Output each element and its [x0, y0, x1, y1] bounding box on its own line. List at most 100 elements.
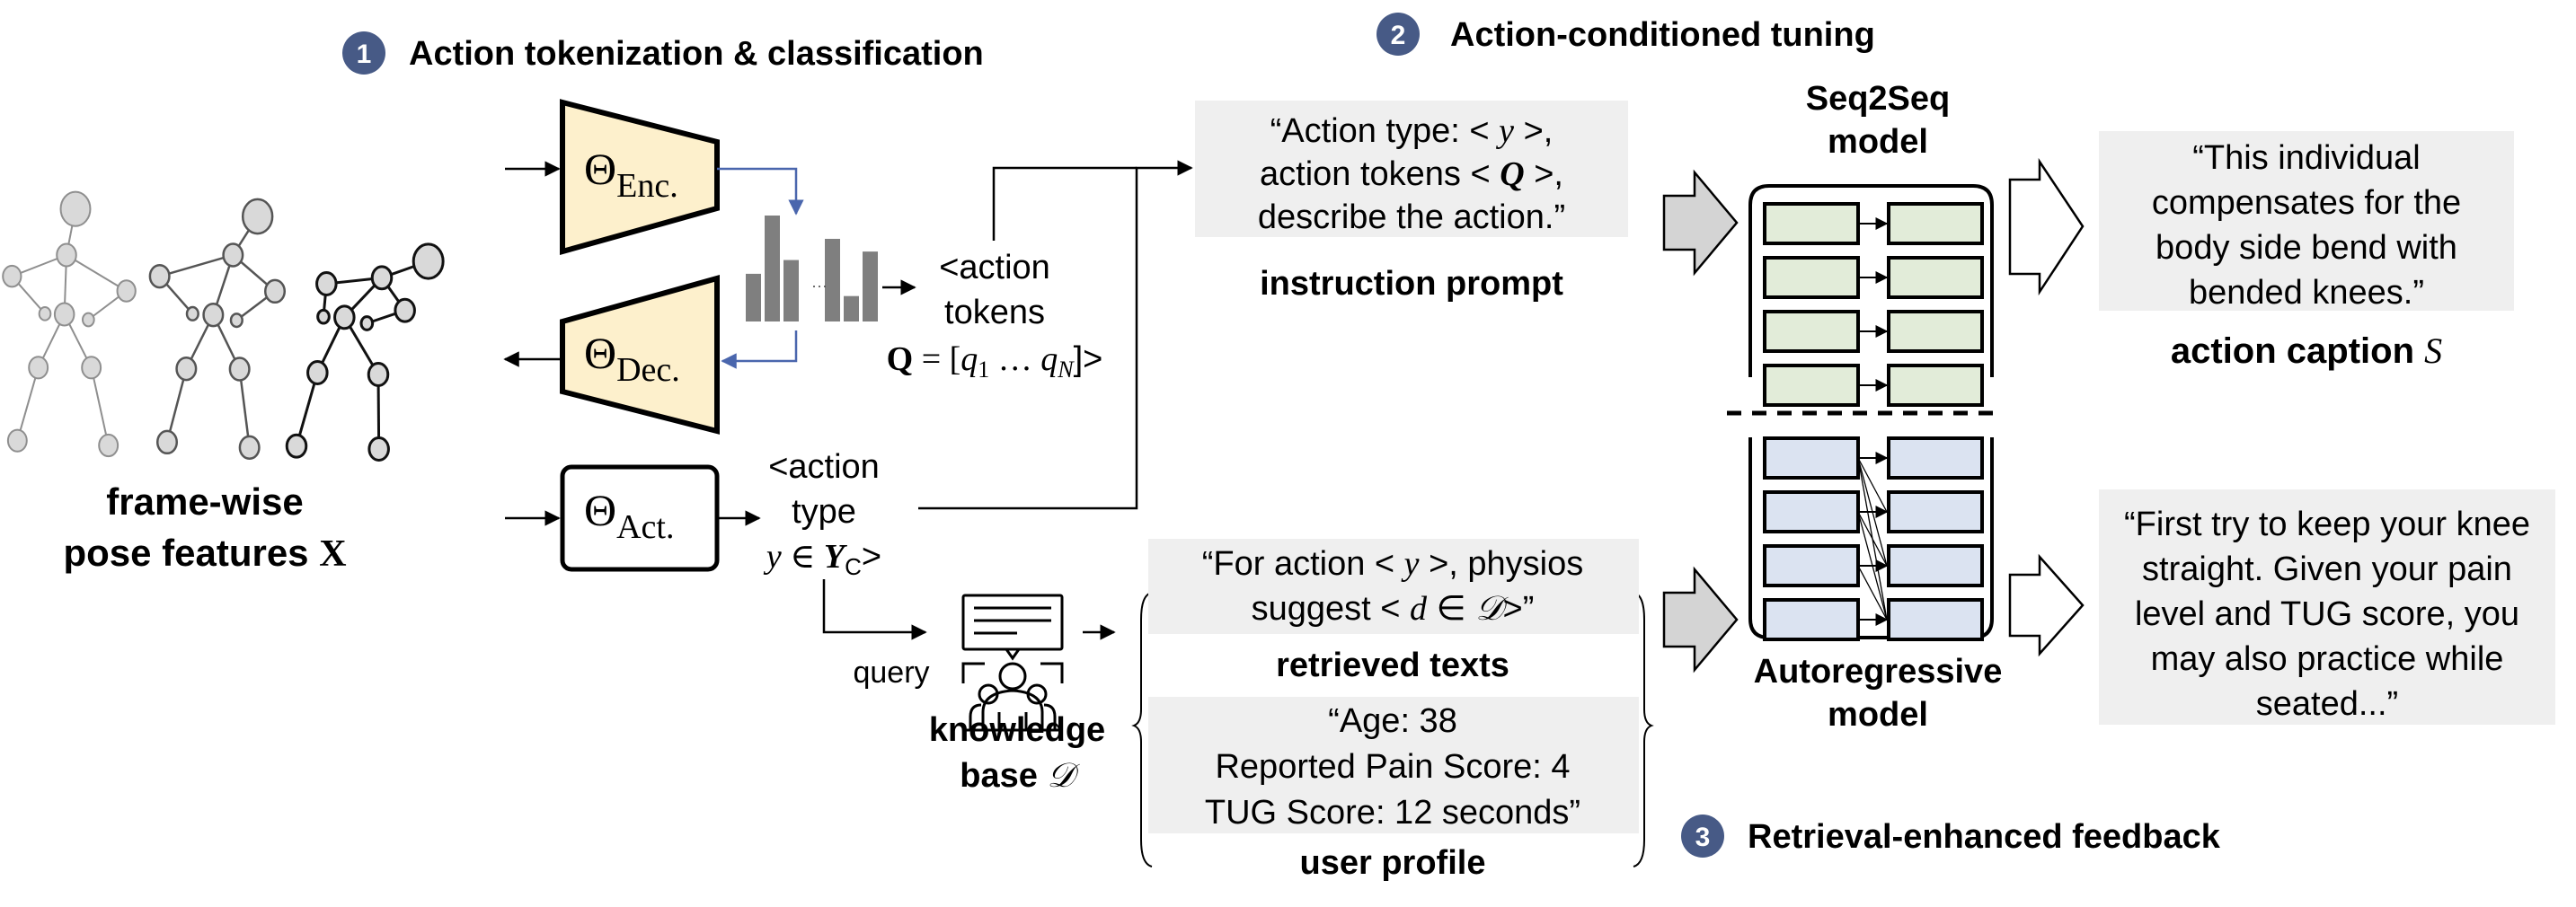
skeleton-2-joint-neck: [222, 242, 244, 268]
skeleton-1-joint-rh: [82, 312, 95, 328]
skeleton-2-joint-rs: [263, 278, 287, 304]
skeleton-2-joint-la: [155, 429, 179, 455]
autoreg-input-cell-3: [1763, 544, 1860, 587]
feedback-line-3: level and TUG score, you: [2135, 595, 2519, 633]
retrieved-line2-b: >”: [1503, 590, 1535, 628]
skeleton-2-joint-lh: [185, 305, 199, 321]
skeleton-1-joint-ls: [2, 264, 22, 288]
skeleton-3-joint-ra: [367, 436, 390, 462]
seq2seq-output-cell-2: [1887, 256, 1984, 299]
action-type-formula: y ∈ YC>: [763, 538, 881, 580]
decoder-theta: Θ: [584, 328, 616, 378]
profile-line-3: TUG Score: 12 seconds”: [1205, 794, 1580, 832]
feedback-line-5: seated...”: [2256, 685, 2398, 723]
skeleton-1-joint-pel: [53, 302, 75, 327]
formula-eq: = [: [913, 340, 960, 378]
skeleton-frame-1: [2, 190, 137, 458]
encoder-label: ΘEnc.: [584, 144, 678, 205]
skeleton-1-joint-neck: [56, 242, 77, 268]
prompt-line2-a: action tokens <: [1260, 155, 1500, 193]
autoreg-attn-1-3: [1857, 457, 1888, 567]
tokens-line1: <action: [939, 249, 1050, 286]
user-profile-bg: [1148, 697, 1639, 833]
skeleton-2-joint-rk: [228, 357, 251, 382]
section-2-badge: [1377, 13, 1420, 56]
skeleton-3-joint-lk: [306, 360, 329, 385]
autoreg-output-cell-4: [1887, 598, 1984, 641]
classifier-theta: Θ: [584, 485, 616, 535]
histogram-bar-right-3: [863, 251, 878, 321]
user-profile-box: “Age: 38 Reported Pain Score: 4 TUG Scor…: [1148, 697, 1639, 833]
profile-line-1: “Age: 38: [1328, 702, 1457, 740]
context-left-brace: [1131, 592, 1153, 867]
section-2-number: 2: [1391, 21, 1406, 50]
action-caption-text: action caption: [2171, 331, 2424, 371]
decoder-shape: [560, 275, 720, 435]
skeleton-3-joint-neck: [370, 265, 394, 291]
kb-label-line2: base 𝒟: [960, 757, 1080, 795]
section-2-title: Action-conditioned tuning: [1450, 16, 1875, 54]
seq2seq-label-line2: model: [1828, 123, 1928, 161]
skeleton-frame-2: [148, 198, 287, 461]
caption-line-1: “This individual: [2192, 139, 2420, 177]
encoder-theta: Θ: [584, 144, 616, 194]
type-y: y: [763, 538, 782, 576]
autoreg-attn-1-2: [1857, 457, 1888, 513]
skeleton-1-joint-rs: [116, 279, 137, 303]
formula-q1: q: [960, 340, 978, 378]
seq2seq-cells: [1763, 202, 1984, 407]
seq2seq-label-line1: Seq2Seq: [1806, 80, 1951, 118]
autoreg-label-line1: Autoregressive: [1754, 653, 2003, 691]
skeleton-2-joint-ra: [238, 435, 261, 461]
skeleton-frame-3: [285, 242, 445, 462]
section-3-number: 3: [1695, 823, 1711, 852]
kb-label-text: base: [960, 757, 1047, 795]
seq2seq-container: [1748, 184, 1994, 377]
type-in: ∈: [782, 538, 824, 576]
prompt-line2: action tokens < Q >,: [1260, 155, 1563, 193]
histogram-ellipsis: ···: [811, 277, 828, 295]
retrieved-texts-caption: retrieved texts: [1276, 647, 1509, 684]
section-3-badge: [1681, 815, 1724, 858]
seq2seq-output-cell-4: [1887, 364, 1984, 407]
section-3-title: Retrieval-enhanced feedback: [1748, 818, 2221, 856]
skeleton-3-joint-rh: [359, 315, 375, 331]
autoreg-output-cell-1: [1887, 436, 1984, 480]
skeleton-1-joint-la: [6, 428, 28, 453]
section-1-title: Action tokenization & classification: [409, 35, 984, 73]
retrieved-texts-box: “For action < y >, physios suggest < d ∈…: [1148, 539, 1639, 634]
autoreg-container: [1748, 437, 1994, 639]
seq2seq-input-cell-1: [1763, 202, 1860, 245]
user-profile-caption: user profile: [1300, 844, 1486, 882]
classifier-subscript: Act.: [616, 508, 674, 546]
type-end: >: [862, 538, 881, 576]
skeleton-1-bone-10: [90, 367, 110, 446]
decoder-subscript: Dec.: [616, 351, 680, 389]
action-caption-label: action caption S: [2171, 330, 2442, 371]
instruction-prompt-caption: instruction prompt: [1260, 265, 1563, 303]
retrieved-var-d: d: [1410, 590, 1428, 628]
skeleton-2-bone-10: [238, 368, 251, 448]
feedback-bg: [2099, 489, 2555, 725]
skeleton-2-bone-9: [165, 368, 188, 443]
block-arrow-to-autoreg: [1662, 566, 1739, 674]
formula-qn-sub: N: [1057, 357, 1075, 383]
prompt-line3: describe the action.”: [1258, 198, 1565, 236]
formula-qn: q: [1040, 340, 1058, 378]
retrieved-line1-b: >, physios: [1420, 545, 1584, 583]
encoder-shape: [560, 99, 720, 255]
kb-label-line1: knowledge: [929, 711, 1105, 749]
tokens-line2: tokens: [944, 294, 1045, 331]
skeleton-3-joint-pel: [333, 304, 356, 330]
section-2-header: 2 Action-conditioned tuning: [1377, 13, 1875, 56]
instruction-prompt-bg: [1195, 101, 1628, 237]
instruction-prompt-box: “Action type: < y >, action tokens < Q >…: [1195, 101, 1628, 237]
action-caption-bg: [2099, 131, 2514, 311]
autoreg-label-line2: model: [1828, 696, 1928, 734]
retrieved-line1: “For action < y >, physios: [1202, 545, 1584, 583]
section-1-header: 1 Action tokenization & classification: [342, 31, 984, 75]
section-3-header: 3 Retrieval-enhanced feedback: [1681, 815, 2221, 858]
autoreg-input-cell-2: [1763, 490, 1860, 533]
